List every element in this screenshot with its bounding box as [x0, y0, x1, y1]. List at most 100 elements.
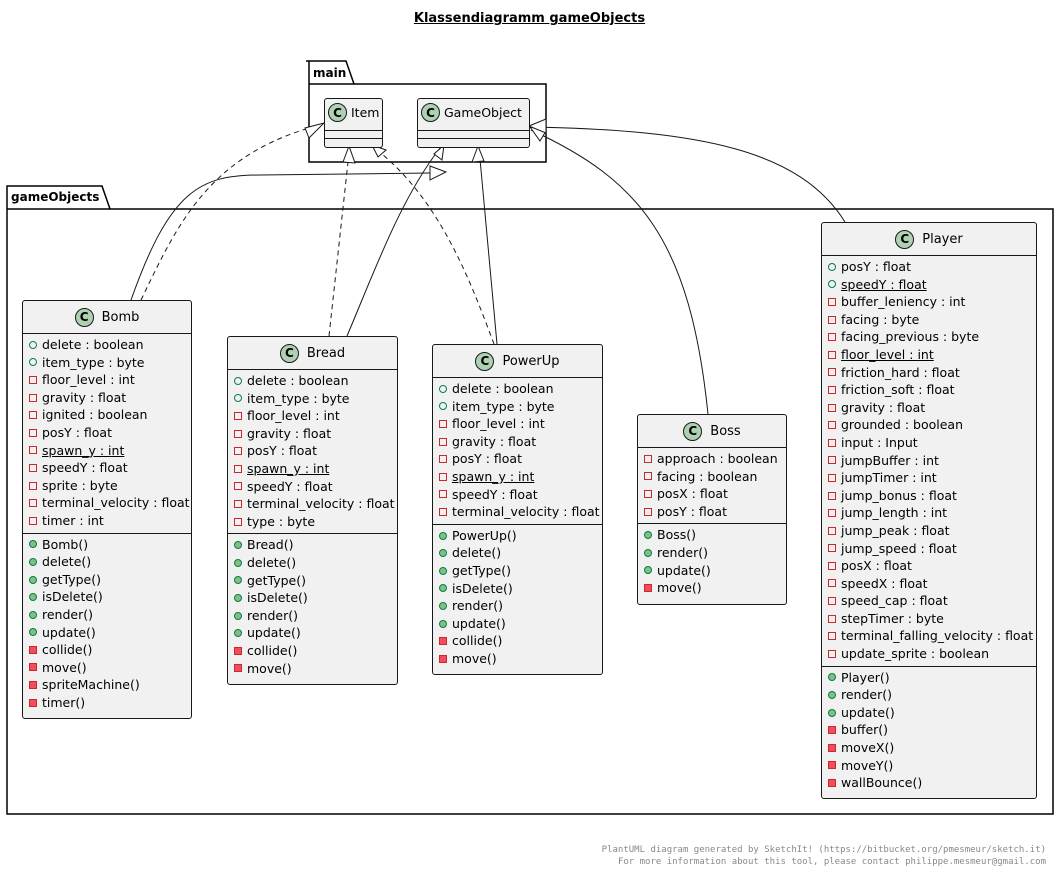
method-row: render() [433, 597, 602, 615]
attribute-text: gravity : float [42, 389, 127, 405]
method-text: move() [42, 659, 87, 675]
edge-player-gameobject [530, 126, 846, 223]
attribute-text: input : Input [841, 434, 918, 450]
private-visibility-icon [439, 472, 447, 481]
private-visibility-icon [29, 411, 37, 420]
attribute-row: spawn_y : int [433, 468, 602, 486]
attribute-row: speedY : float [228, 478, 397, 496]
public-visibility-icon [828, 708, 836, 717]
public-visibility-icon [29, 610, 37, 619]
private-visibility-icon [828, 456, 836, 465]
attribute-text: speedY : float [841, 276, 927, 292]
public-visibility-icon [234, 541, 242, 550]
attribute-row: delete : boolean [23, 336, 191, 354]
attribute-text: floor_level : int [841, 346, 934, 362]
private-visibility-icon [29, 681, 37, 690]
method-row: update() [23, 624, 191, 642]
attribute-text: speedY : float [452, 486, 538, 502]
class-gameobject[interactable]: C GameObject [417, 98, 530, 148]
class-name: Player [922, 231, 963, 247]
private-visibility-icon [828, 350, 836, 359]
method-text: Player() [841, 669, 890, 685]
private-visibility-icon [234, 482, 242, 491]
class-item[interactable]: C Item [324, 98, 383, 148]
attribute-text: terminal_falling_velocity : float [841, 628, 1034, 644]
private-visibility-icon [828, 333, 836, 342]
attribute-row: timer : int [23, 512, 191, 530]
method-text: update() [42, 624, 96, 640]
attribute-row: facing : boolean [638, 468, 786, 486]
attribute-text: update_sprite : boolean [841, 646, 990, 662]
attribute-text: buffer_leniency : int [841, 294, 966, 310]
attribute-row: spawn_y : int [228, 460, 397, 478]
footer: PlantUML diagram generated by SketchIt! … [602, 844, 1046, 868]
attribute-row: speedY : float [822, 276, 1036, 294]
private-visibility-icon [828, 403, 836, 412]
class-name: Bread [306, 345, 346, 361]
public-visibility-icon [828, 673, 836, 682]
private-visibility-icon [644, 583, 652, 592]
public-visibility-icon [29, 340, 37, 349]
method-row: collide() [228, 642, 397, 660]
private-visibility-icon [644, 507, 652, 516]
attribute-text: terminal_velocity : float [42, 495, 190, 511]
method-row: Bomb() [23, 536, 191, 554]
attribute-row: gravity : float [822, 399, 1036, 417]
attribute-row: ignited : boolean [23, 406, 191, 424]
method-text: delete() [42, 554, 92, 570]
private-visibility-icon [29, 428, 37, 437]
public-visibility-icon [439, 549, 447, 558]
method-text: render() [247, 607, 298, 623]
attribute-text: gravity : float [247, 425, 332, 441]
method-row: render() [822, 686, 1036, 704]
method-text: getType() [247, 572, 306, 588]
method-row: move() [638, 579, 786, 597]
attribute-row: gravity : float [23, 389, 191, 407]
method-text: spriteMachine() [42, 677, 140, 693]
method-row: PowerUp() [433, 527, 602, 545]
private-visibility-icon [29, 481, 37, 490]
class-name: PowerUp [502, 353, 560, 369]
public-visibility-icon [644, 566, 652, 575]
attribute-row: floor_level : int [822, 346, 1036, 364]
attribute-row: facing : byte [822, 311, 1036, 329]
attribute-row: gravity : float [433, 433, 602, 451]
attribute-text: speedX : float [841, 575, 928, 591]
method-text: render() [42, 606, 93, 622]
method-row: render() [23, 606, 191, 624]
attribute-text: floor_level : int [42, 372, 135, 388]
method-row: Boss() [638, 526, 786, 544]
method-row: getType() [23, 571, 191, 589]
method-text: move() [247, 660, 292, 676]
attribute-row: spawn_y : int [23, 442, 191, 460]
private-visibility-icon [828, 315, 836, 324]
method-text: buffer() [841, 722, 889, 738]
attribute-row: item_type : byte [228, 390, 397, 408]
method-row: delete() [433, 544, 602, 562]
class-name: Boss [710, 423, 741, 439]
private-visibility-icon [29, 463, 37, 472]
attribute-text: item_type : byte [452, 398, 555, 414]
public-visibility-icon [828, 262, 836, 271]
method-row: render() [638, 544, 786, 562]
attribute-text: jump_speed : float [841, 540, 957, 556]
diagram-title: Klassendiagramm gameObjects [413, 11, 646, 26]
private-visibility-icon [828, 544, 836, 553]
method-row: render() [228, 607, 397, 625]
method-row: delete() [228, 554, 397, 572]
method-text: wallBounce() [841, 775, 923, 791]
edge-powerup-item [376, 149, 495, 345]
arrowhead-bomb-gameobject [429, 165, 448, 181]
attribute-text: posY : float [42, 424, 112, 440]
private-visibility-icon [29, 446, 37, 455]
attribute-text: speed_cap : float [841, 593, 948, 609]
